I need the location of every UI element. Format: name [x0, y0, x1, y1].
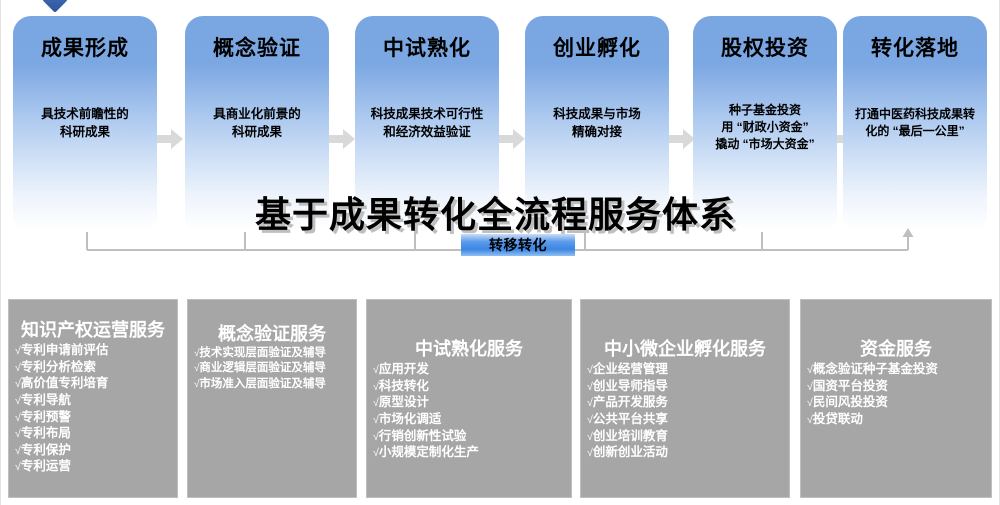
list-item: √国资平台投资	[807, 378, 888, 393]
service-item-list: √企业经营管理 √创业导师指导 √产品开发服务 √公共平台共享 √创业培训教育 …	[587, 361, 787, 461]
list-item: √专利运营	[15, 459, 71, 474]
list-item: √市场准入层面验证及辅导	[194, 377, 326, 390]
service-box-ip-operations[interactable]: 知识产权运营服务 √专利申请前评估 √专利分析检索 √高价值专利培育 √专利导航…	[8, 299, 178, 498]
check-icon: √	[15, 345, 21, 357]
list-item: √应用开发	[373, 362, 429, 376]
list-item: √民间风投投资	[807, 395, 888, 410]
service-item-list: √技术实现层面验证及辅导 √商业逻辑层面验证及辅导 √市场准入层面验证及辅导	[194, 346, 354, 392]
check-icon: √	[587, 430, 593, 443]
list-item: √高价值专利培育	[15, 376, 109, 391]
check-icon: √	[807, 413, 813, 426]
check-icon: √	[15, 428, 21, 441]
service-box-concept-validation[interactable]: 概念验证服务 √技术实现层面验证及辅导 √商业逻辑层面验证及辅导 √市场准入层面…	[187, 299, 357, 498]
check-icon: √	[807, 380, 813, 393]
list-item: √行销创新性试验	[373, 428, 467, 443]
check-icon: √	[194, 363, 200, 375]
stage-description: 种子基金投资 用 “财政小资金” 撬动 “市场大资金”	[715, 103, 815, 152]
list-item: √创新创业活动	[587, 445, 668, 460]
check-icon: √	[15, 378, 21, 391]
check-icon: √	[373, 447, 379, 460]
check-icon: √	[15, 361, 21, 374]
stage-title: 概念验证	[213, 37, 301, 60]
transfer-badge-label: 转移转化	[489, 237, 547, 253]
check-icon: √	[587, 364, 593, 376]
stage-title: 股权投资	[721, 37, 809, 60]
service-box-pilot-scaleup[interactable]: 中试熟化服务 √应用开发 √科技转化 √原型设计 √市场化调适 √行销创新性试验…	[366, 299, 572, 498]
stage-description: 科技成果与市场 精确对接	[553, 107, 641, 139]
list-item: √概念验证种子基金投资	[807, 362, 938, 376]
check-icon: √	[587, 380, 593, 393]
flow-arrow-icon-3	[499, 129, 525, 149]
service-item-list: √应用开发 √科技转化 √原型设计 √市场化调适 √行销创新性试验 √小规模定制…	[373, 361, 569, 461]
stage-description: 具技术前瞻性的 科研成果	[41, 107, 129, 139]
transfer-badge: 转移转化	[461, 234, 575, 256]
list-item: √原型设计	[373, 395, 429, 410]
stage-box-6[interactable]: 转化落地 打通中医药科技成果转 化的 “最后一公里”	[843, 16, 987, 231]
list-item: √市场化调适	[373, 411, 442, 426]
check-icon: √	[807, 397, 813, 410]
stage-box-3[interactable]: 中试熟化 科技成果技术可行性 和经济效益验证	[355, 16, 499, 231]
service-title: 知识产权运营服务	[21, 320, 165, 340]
flow-arrow-icon-2	[329, 129, 355, 149]
stage-description: 科技成果技术可行性 和经济效益验证	[370, 107, 484, 139]
list-item: √小规模定制化生产	[373, 445, 479, 460]
stage-box-2[interactable]: 概念验证 具商业化前景的 科研成果	[185, 16, 329, 231]
service-item-list: √概念验证种子基金投资 √国资平台投资 √民间风投投资 √投贷联动	[807, 361, 989, 428]
check-icon: √	[373, 364, 379, 376]
list-item: √专利分析检索	[15, 359, 96, 374]
check-icon: √	[373, 430, 379, 443]
list-item: √专利申请前评估	[15, 343, 109, 357]
service-title: 中小微企业孵化服务	[604, 339, 766, 359]
page-edge-left	[0, 0, 1, 505]
stage-box-4[interactable]: 创业孵化 科技成果与市场 精确对接	[525, 16, 669, 231]
check-icon: √	[587, 397, 593, 410]
diamond-decoration-icon	[42, 0, 68, 13]
service-box-funding[interactable]: 资金服务 √概念验证种子基金投资 √国资平台投资 √民间风投投资 √投贷联动	[800, 299, 992, 498]
flow-arrow-icon-1	[157, 129, 183, 149]
stage-title: 成果形成	[41, 37, 129, 60]
list-item: √创业培训教育	[587, 428, 668, 443]
list-item: √技术实现层面验证及辅导	[194, 347, 326, 359]
check-icon: √	[373, 413, 379, 426]
list-item: √专利预警	[15, 409, 71, 424]
list-item: √投贷联动	[807, 411, 863, 426]
check-icon: √	[15, 461, 21, 474]
check-icon: √	[15, 394, 21, 407]
list-item: √专利保护	[15, 442, 71, 457]
service-title: 资金服务	[860, 339, 932, 359]
stage-title: 创业孵化	[553, 37, 641, 60]
list-item: √科技转化	[373, 378, 429, 393]
check-icon: √	[373, 397, 379, 410]
list-item: √创业导师指导	[587, 378, 668, 393]
service-item-list: √专利申请前评估 √专利分析检索 √高价值专利培育 √专利导航 √专利预警 √专…	[15, 342, 175, 475]
check-icon: √	[194, 348, 200, 359]
check-icon: √	[373, 380, 379, 393]
check-icon: √	[15, 411, 21, 424]
list-item: √企业经营管理	[587, 362, 668, 376]
stage-title: 转化落地	[871, 37, 959, 60]
stage-title: 中试熟化	[383, 37, 471, 60]
list-item: √公共平台共享	[587, 411, 668, 426]
service-title: 中试熟化服务	[415, 339, 523, 359]
stage-box-5[interactable]: 股权投资 种子基金投资 用 “财政小资金” 撬动 “市场大资金”	[693, 16, 837, 231]
list-item: √商业逻辑层面验证及辅导	[194, 362, 326, 375]
check-icon: √	[194, 378, 200, 390]
stage-description: 具商业化前景的 科研成果	[213, 107, 301, 139]
check-icon: √	[807, 364, 813, 376]
service-title: 概念验证服务	[218, 324, 326, 344]
check-icon: √	[15, 444, 21, 457]
flow-arrow-icon-4	[669, 129, 695, 149]
service-box-sme-incubation[interactable]: 中小微企业孵化服务 √企业经营管理 √创业导师指导 √产品开发服务 √公共平台共…	[580, 299, 790, 498]
list-item: √产品开发服务	[587, 395, 668, 410]
check-icon: √	[587, 413, 593, 426]
list-item: √专利布局	[15, 426, 71, 441]
check-icon: √	[587, 447, 593, 460]
stage-flow-row: 成果形成 具技术前瞻性的 科研成果 概念验证 具商业化前景的 科研成果 中试熟化…	[0, 16, 1000, 236]
stage-description: 打通中医药科技成果转 化的 “最后一公里”	[854, 107, 975, 139]
page-title: 基于成果转化全流程服务体系	[255, 194, 737, 235]
list-item: √专利导航	[15, 392, 71, 407]
stage-box-1[interactable]: 成果形成 具技术前瞻性的 科研成果	[13, 16, 157, 231]
service-row: 知识产权运营服务 √专利申请前评估 √专利分析检索 √高价值专利培育 √专利导航…	[0, 299, 1000, 499]
